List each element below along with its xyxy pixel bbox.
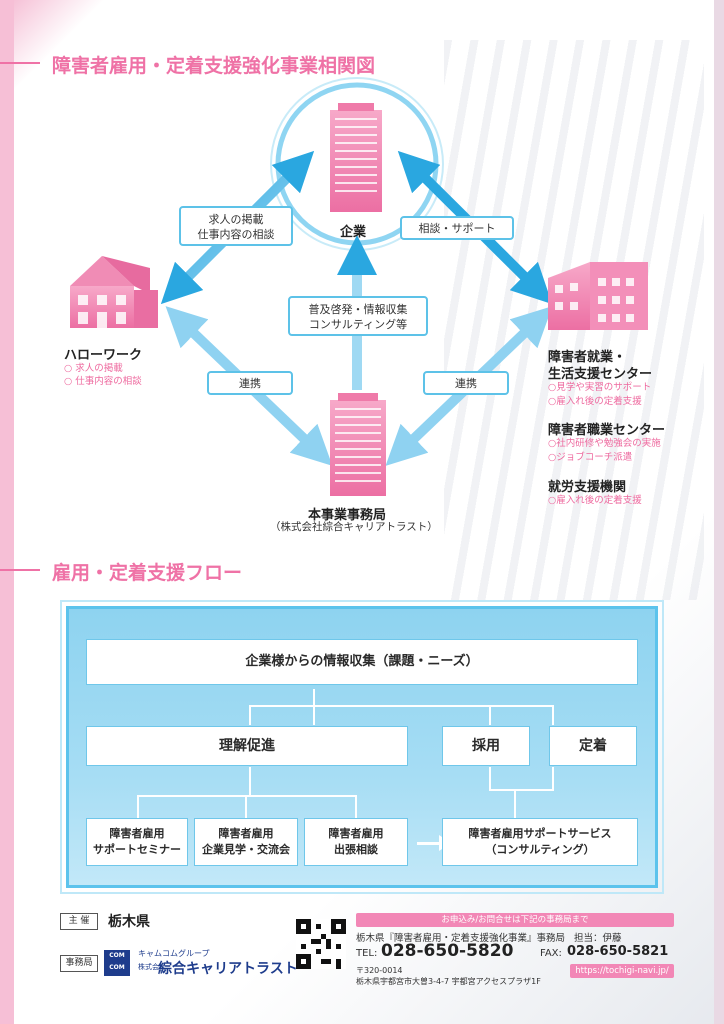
center2-item-2: ○ジョブコーチ派遣 <box>548 452 633 463</box>
center3-name: 就労支援機関 <box>548 480 627 495</box>
support-center-building-icon <box>548 262 648 330</box>
tel-label: TEL: <box>356 948 378 959</box>
center1-item-2: ○雇入れ後の定着支援 <box>548 396 642 407</box>
flow-support-service-box: 障害者雇用サポートサービス （コンサルティング） <box>442 818 638 866</box>
section-title-diagram: 障害者雇用・定着支援強化事業相関図 <box>0 51 460 77</box>
office-name: 本事業事務局 <box>308 508 387 523</box>
flow-connector <box>245 795 247 821</box>
flow-connector <box>249 705 251 725</box>
seminar-line1: 障害者雇用 <box>109 827 165 840</box>
postal-code: 〒320-0014 <box>356 966 403 975</box>
office-building-icon <box>330 393 386 496</box>
sponsor-tag: 主 催 <box>60 913 98 930</box>
address: 栃木県宇都宮市大曽3-4-7 宇都宮アクセスプラザ1F <box>356 977 541 986</box>
job-posting-line1: 求人の掲載 <box>208 213 264 226</box>
brand-group-text: キャムコムグループ <box>138 949 210 958</box>
flow-connector <box>552 705 554 725</box>
title-accent-bar <box>0 62 40 64</box>
service-line1: 障害者雇用サポートサービス <box>468 827 612 840</box>
brand-name: 綜合キャリアトラスト <box>158 961 298 977</box>
visit-line2: 出張相談 <box>334 843 378 856</box>
flow-connector <box>489 789 553 791</box>
title-accent-bar <box>0 569 40 571</box>
coop-left-label: 連携 <box>207 371 293 395</box>
consult-support-label: 相談・サポート <box>400 216 514 240</box>
flow-info-collection-box: 企業様からの情報収集（課題・ニーズ） <box>86 639 638 685</box>
center1-name-line2: 生活支援センター <box>548 367 653 382</box>
flow-connector <box>552 767 554 791</box>
contact-header: お申込み/お問合せは下記の事務局まで <box>356 913 674 927</box>
flow-connector <box>313 689 315 725</box>
service-line2: （コンサルティング） <box>485 843 595 856</box>
coop-right-label: 連携 <box>423 371 509 395</box>
flow-connector <box>514 789 516 821</box>
flow-connector <box>489 705 553 707</box>
flow-connector <box>249 767 251 795</box>
section-title-text: 障害者雇用・定着支援強化事業相関図 <box>52 55 376 77</box>
section-title-flow: 雇用・定着支援フロー <box>0 558 300 584</box>
brand-corp-text: 株式会社 <box>138 963 166 971</box>
center1-name-line1: 障害者就業・ <box>548 350 627 365</box>
flow-seminar-box: 障害者雇用 サポートセミナー <box>86 818 188 866</box>
sponsor-name: 栃木県 <box>108 914 150 930</box>
office-tag: 事務局 <box>60 955 98 972</box>
office-sub: （株式会社綜合キャリアトラスト） <box>270 521 438 533</box>
flow-connector <box>489 767 491 791</box>
company-label: 企業 <box>340 225 367 240</box>
promotion-label-box: 普及啓発・情報収集 コンサルティング等 <box>288 296 428 336</box>
flow-understanding-box: 理解促進 <box>86 726 408 766</box>
seminar-line2: サポートセミナー <box>93 843 181 856</box>
section-title-text: 雇用・定着支援フロー <box>52 562 243 584</box>
center1-item-1: ○見学や実習のサポート <box>548 382 652 393</box>
website-url-link[interactable]: https://tochigi-navi.jp/ <box>570 964 674 978</box>
hellowork-item-1: ○ 求人の掲載 <box>64 363 123 374</box>
promotion-line1: 普及啓発・情報収集 <box>308 303 408 316</box>
hellowork-name: ハローワーク <box>64 348 143 363</box>
flow-connector <box>249 705 491 707</box>
flow-connector <box>489 705 491 725</box>
contact-person: 担当：伊藤 <box>574 933 622 944</box>
center2-item-1: ○社内研修や勉強会の実施 <box>548 438 661 449</box>
tel-number[interactable]: 028-650-5820 <box>381 941 514 961</box>
visit-line1: 障害者雇用 <box>328 827 384 840</box>
job-posting-line2: 仕事内容の相談 <box>197 228 275 241</box>
center2-name: 障害者職業センター <box>548 423 666 438</box>
company-building-icon <box>330 103 382 212</box>
flow-connector <box>137 795 357 797</box>
flow-arrow-shaft <box>417 842 441 845</box>
tour-line2: 企業見学・交流会 <box>202 843 290 856</box>
comcom-logo-icon: COM COM <box>104 950 130 976</box>
hellowork-item-2: ○ 仕事内容の相談 <box>64 376 142 387</box>
flow-visit-box: 障害者雇用 出張相談 <box>304 818 408 866</box>
promotion-line2: コンサルティング等 <box>308 318 408 331</box>
tour-line1: 障害者雇用 <box>218 827 274 840</box>
qr-code-icon[interactable] <box>296 919 346 969</box>
relationship-diagram <box>70 77 648 496</box>
flow-hiring-box: 採用 <box>442 726 530 766</box>
fax-number: 028-650-5821 <box>567 944 669 959</box>
job-posting-label-box: 求人の掲載 仕事内容の相談 <box>179 206 293 246</box>
contact-office: 栃木県『障害者雇用・定着支援強化事業』事務局 <box>356 933 566 944</box>
center3-item-1: ○雇入れ後の定着支援 <box>548 495 642 506</box>
fax-label: FAX: <box>540 948 562 959</box>
flow-tour-box: 障害者雇用 企業見学・交流会 <box>194 818 298 866</box>
flow-connector <box>137 795 139 821</box>
flow-retention-box: 定着 <box>549 726 637 766</box>
hellowork-building-icon <box>70 256 158 328</box>
flow-connector <box>355 795 357 821</box>
